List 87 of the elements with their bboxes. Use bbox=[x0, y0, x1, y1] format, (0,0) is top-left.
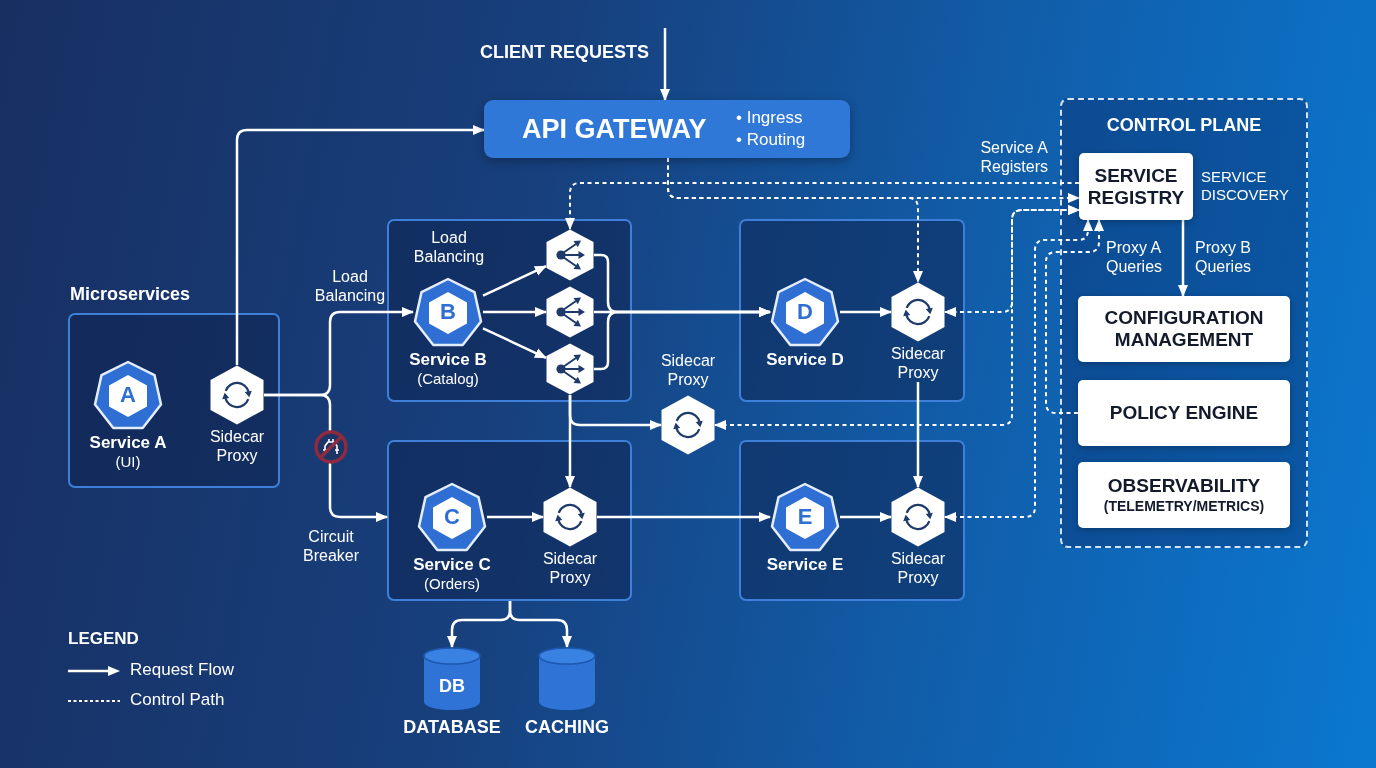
group-panel bbox=[739, 219, 965, 402]
component-subtitle: (TELEMETRY/METRICS) bbox=[1103, 497, 1265, 515]
annotation-text: Proxy A Queries bbox=[1106, 238, 1164, 276]
service-subtitle: (Orders) bbox=[424, 575, 480, 593]
group-panel bbox=[387, 440, 632, 601]
service-badge bbox=[770, 277, 840, 347]
cylinder-label: DB bbox=[439, 675, 465, 697]
service-letter: E bbox=[797, 505, 813, 529]
arrow bbox=[594, 307, 771, 371]
fan-out-arrows-icon bbox=[546, 229, 594, 281]
component-card bbox=[1079, 153, 1193, 220]
arrow bbox=[487, 512, 544, 522]
component-title: SERVICE REGISTRY bbox=[1086, 164, 1186, 209]
refresh-icon bbox=[661, 395, 715, 455]
storage-label: CACHING bbox=[525, 716, 609, 738]
fan-out-arrows-icon bbox=[546, 343, 594, 395]
refresh-icon bbox=[210, 365, 264, 425]
arrow bbox=[840, 307, 892, 317]
annotation-text: Proxy B Queries bbox=[1195, 238, 1253, 276]
refresh-icon bbox=[891, 487, 945, 547]
service-badge bbox=[93, 360, 163, 430]
control-plane-panel bbox=[1060, 98, 1308, 548]
legend-text: Request Flow bbox=[130, 660, 234, 680]
proxy-label: Sidecar Proxy bbox=[890, 344, 946, 382]
refresh-icon bbox=[543, 487, 597, 547]
service-letter: A bbox=[120, 383, 136, 407]
legend-heading: LEGEND bbox=[68, 628, 139, 649]
arrow bbox=[568, 395, 662, 430]
bullet-text: • Routing bbox=[736, 130, 806, 150]
legend-text: Control Path bbox=[130, 690, 225, 710]
storage-label: DATABASE bbox=[403, 716, 501, 738]
service-name: Service D bbox=[766, 350, 844, 370]
fan-out-arrows-icon bbox=[546, 286, 594, 338]
arrow bbox=[235, 125, 485, 365]
dashed-arrow bbox=[565, 182, 1080, 230]
service-badge bbox=[770, 482, 840, 552]
group-heading: Microservices bbox=[70, 283, 191, 305]
component-card bbox=[1078, 380, 1290, 446]
gateway-title: API GATEWAY bbox=[522, 113, 707, 146]
service-badge bbox=[413, 277, 483, 347]
service-name: Service C bbox=[413, 555, 491, 575]
storage-cylinder bbox=[538, 647, 596, 711]
group-panel bbox=[739, 440, 965, 601]
service-subtitle: (Catalog) bbox=[417, 370, 479, 388]
arrow bbox=[1178, 220, 1188, 297]
group-heading: Load Balancing bbox=[412, 228, 486, 266]
arrow bbox=[483, 307, 547, 317]
service-name: Service E bbox=[766, 555, 844, 575]
proxy-label: Sidecar Proxy bbox=[660, 351, 716, 389]
group-heading: CONTROL PLANE bbox=[1106, 114, 1262, 136]
proxy-label: Sidecar Proxy bbox=[209, 427, 265, 465]
annotation-text: Service A Registers bbox=[979, 138, 1048, 176]
proxy-label: Sidecar Proxy bbox=[890, 549, 946, 587]
edge-label: Load Balancing bbox=[313, 267, 387, 305]
edge-label: CLIENT REQUESTS bbox=[480, 41, 649, 63]
arrow bbox=[508, 601, 572, 648]
component-card bbox=[1078, 462, 1290, 528]
service-badge bbox=[417, 482, 487, 552]
service-letter: D bbox=[797, 300, 813, 324]
arrow bbox=[482, 265, 547, 297]
arrow bbox=[840, 512, 892, 522]
dashed-arrow bbox=[667, 157, 923, 283]
service-name: Service A bbox=[89, 433, 167, 453]
component-title: OBSERVABILITY bbox=[1107, 475, 1261, 497]
refresh-icon bbox=[891, 282, 945, 342]
edge-label: Circuit Breaker bbox=[302, 527, 360, 565]
side-note: SERVICE DISCOVERY bbox=[1201, 168, 1291, 204]
bullet-text: • Ingress bbox=[736, 108, 803, 128]
proxy-label: Sidecar Proxy bbox=[542, 549, 598, 587]
arrow bbox=[597, 512, 771, 522]
component-title: CONFIGURATION MANAGEMENT bbox=[1103, 307, 1265, 351]
group-panel bbox=[387, 219, 632, 402]
gateway-panel bbox=[484, 100, 850, 158]
service-name: Service B bbox=[409, 350, 487, 370]
service-subtitle: (UI) bbox=[115, 453, 141, 471]
arrow bbox=[660, 28, 670, 101]
dashed-arrow bbox=[714, 205, 1080, 430]
dashed-arrow bbox=[1045, 219, 1104, 414]
dashed-arrow bbox=[944, 219, 1093, 522]
storage-cylinder bbox=[423, 647, 481, 711]
arrow bbox=[264, 393, 388, 522]
arrow bbox=[913, 382, 923, 488]
service-letter: C bbox=[444, 505, 460, 529]
service-letter: B bbox=[440, 300, 456, 324]
arrow bbox=[482, 327, 547, 359]
component-title: POLICY ENGINE bbox=[1109, 402, 1259, 424]
component-card bbox=[1078, 296, 1290, 362]
